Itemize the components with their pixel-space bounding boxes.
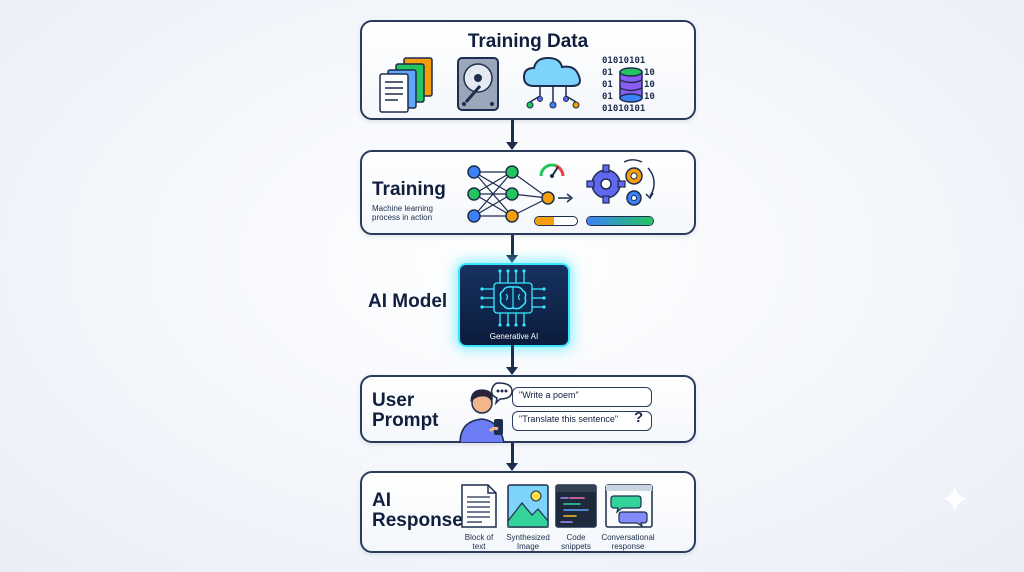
ai-response-card: AI Response Block of text Synthesized Im…: [360, 471, 696, 553]
ai-chip: Generative AI: [458, 263, 570, 347]
output-code-label: Code snippets: [546, 533, 606, 552]
prompt-text-translate: "Translate this sentence": [519, 414, 619, 424]
person-with-phone-icon: [459, 382, 513, 443]
arrow-3: [506, 345, 518, 375]
binary-bottom: 01010101: [602, 104, 646, 114]
gauge-icon: [539, 163, 565, 178]
binary-left-1: 01: [602, 68, 613, 78]
binary-right-1: 10: [644, 68, 655, 78]
prompt-bubble-poem: "Write a poem": [512, 387, 652, 407]
progress-bar-small: [534, 216, 578, 226]
training-subtitle-1: Machine learning: [372, 204, 433, 213]
prompt-bubble-translate: "Translate this sentence": [512, 411, 652, 431]
ai-response-title-2: Response: [372, 510, 463, 531]
output-chat-line2: response: [611, 541, 645, 551]
binary-left-3: 01: [602, 92, 613, 102]
binary-top: 01010101: [602, 56, 646, 66]
output-chat-label: Conversational response: [598, 533, 658, 552]
training-data-card: Training Data 01010101 01 01 01: [360, 20, 696, 120]
training-card: Training Machine learning process in act…: [360, 150, 696, 235]
question-mark: ?: [634, 409, 644, 426]
output-image-line1: Synthesized: [506, 533, 550, 542]
arrow-4: [506, 443, 518, 471]
gears-icon: [586, 159, 655, 206]
chip-label: Generative AI: [489, 332, 539, 341]
output-text-line2: text: [472, 541, 486, 551]
output-text-label: Block of text: [449, 533, 509, 552]
binary-right-3: 10: [644, 92, 655, 102]
training-data-title: Training Data: [467, 31, 589, 52]
output-code-line2: snippets: [561, 541, 591, 551]
documents-icon: [379, 57, 433, 113]
binary-left-2: 01: [602, 80, 613, 90]
neural-network-icon: [467, 165, 574, 223]
progress-bar-large: [586, 216, 654, 226]
arrow-1: [506, 120, 518, 150]
training-title: Training: [372, 179, 446, 200]
database-icon: [619, 67, 643, 103]
brain-chip-icon: [480, 269, 546, 327]
cloud-network-icon: [522, 56, 581, 109]
user-prompt-card: User Prompt "Write a poem" "Translate th…: [360, 375, 696, 443]
sparkle-icon: [942, 486, 968, 512]
binary-right-2: 10: [644, 80, 655, 90]
chat-window-icon: [605, 484, 653, 528]
ai-model-title: AI Model: [368, 291, 448, 312]
arrow-2: [506, 235, 518, 263]
output-text-line1: Block of: [464, 533, 494, 542]
output-image-line2: Image: [516, 541, 540, 551]
user-prompt-title-1: User: [372, 390, 415, 411]
output-image-label: Synthesized Image: [498, 533, 558, 552]
text-document-icon: [461, 484, 497, 528]
code-editor-icon: [555, 484, 597, 528]
ai-response-title-1: AI: [372, 490, 391, 511]
training-subtitle-2: process in action: [372, 213, 433, 222]
output-chat-line1: Conversational: [601, 533, 655, 542]
prompt-text-poem: "Write a poem": [519, 390, 579, 400]
hard-drive-icon: [457, 57, 499, 111]
output-code-line1: Code: [566, 533, 586, 542]
user-prompt-title-2: Prompt: [372, 410, 439, 431]
landscape-image-icon: [507, 484, 549, 528]
